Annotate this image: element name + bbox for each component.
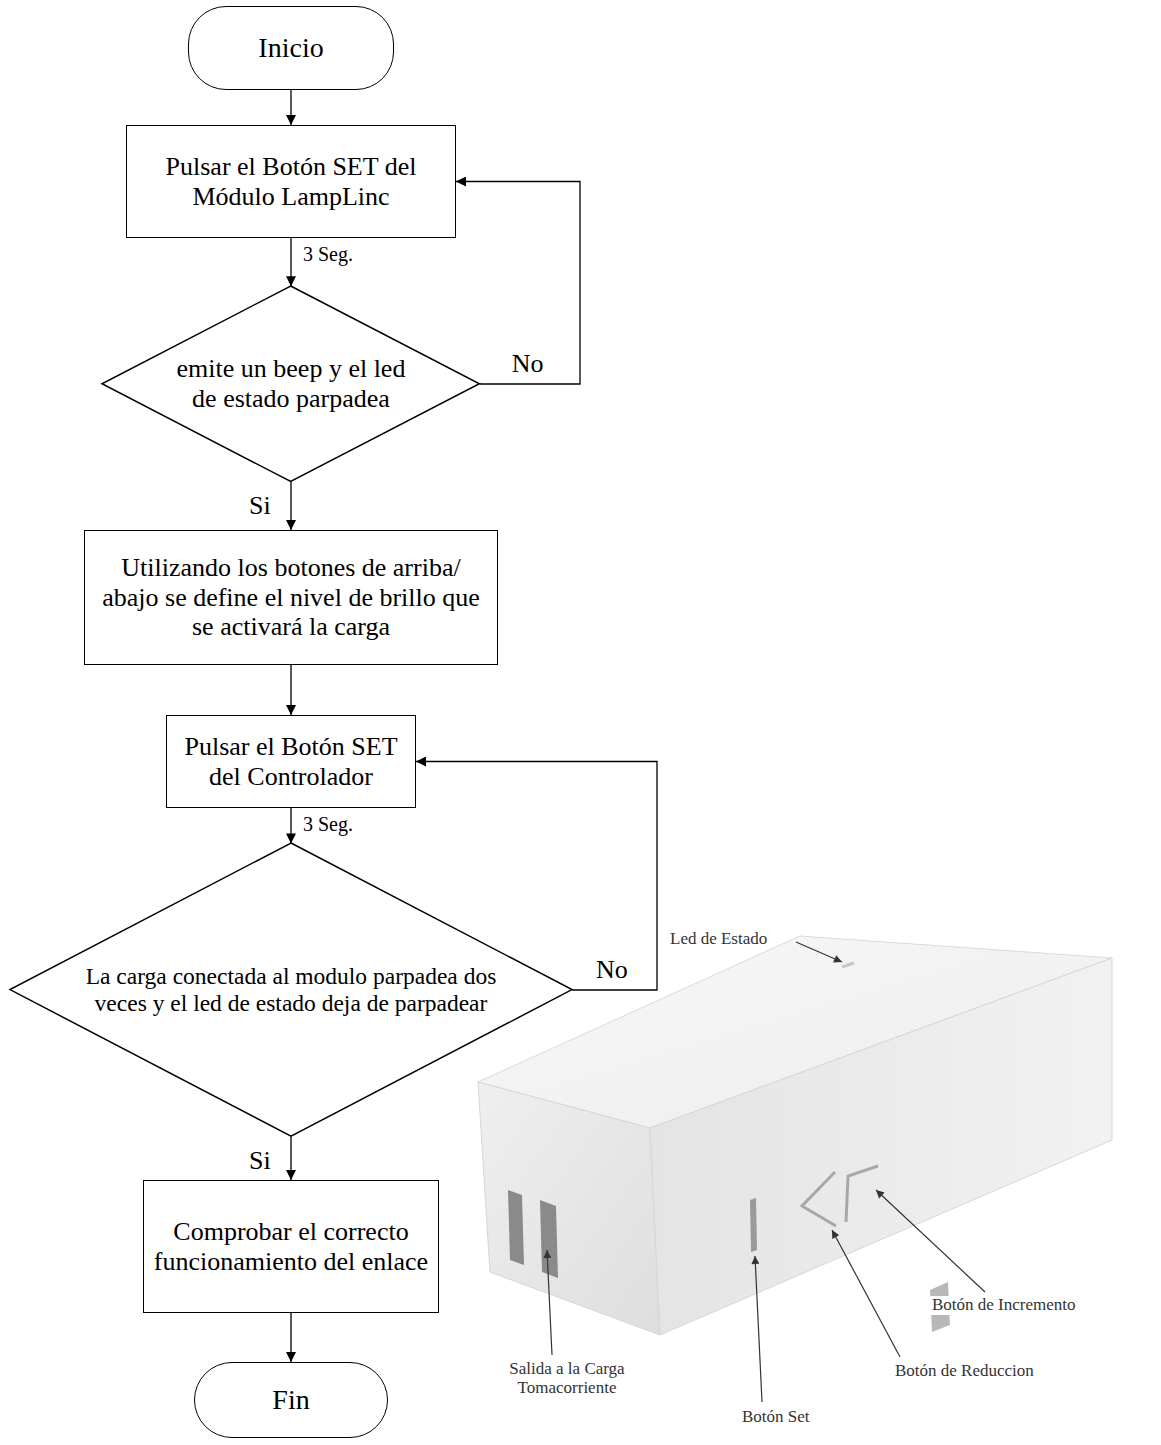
part-label: Botón de Reduccion	[893, 1362, 1036, 1381]
node-text: Comprobar el correcto funcionamiento del…	[150, 1217, 432, 1277]
node-text-block: La carga conectada al modulo parpadea do…	[76, 959, 506, 1021]
node-text-block: Utilizando los botones de arriba/ abajo …	[85, 549, 497, 647]
node-text-block: Fin	[266, 1380, 315, 1420]
edge-label: 3 Seg.	[301, 813, 355, 835]
flow-arrow	[290, 238, 291, 286]
node-text-block: Pulsar el Botón SET del Módulo LampLinc	[127, 148, 455, 216]
edge-label: Si	[247, 1147, 273, 1176]
edge-label: Si	[247, 492, 273, 521]
leader-line	[832, 1230, 900, 1357]
node-text: Inicio	[258, 32, 323, 64]
edge-label: No	[510, 350, 546, 379]
decision-diamond: La carga conectada al modulo parpadea do…	[10, 843, 572, 1136]
set-button	[750, 1198, 757, 1252]
terminal-oval: Inicio	[188, 6, 394, 90]
node-text: Fin	[272, 1384, 309, 1416]
part-label: Botón de Incremento	[930, 1296, 1078, 1315]
node-text-block: Comprobar el correcto funcionamiento del…	[144, 1213, 438, 1281]
process-box: Pulsar el Botón SET del Módulo LampLinc	[126, 125, 456, 238]
flow-arrow	[290, 808, 291, 843]
status-led	[842, 963, 854, 967]
flow-arrow	[290, 90, 291, 125]
process-box: Comprobar el correcto funcionamiento del…	[143, 1180, 439, 1313]
outlet-slot	[540, 1200, 558, 1278]
flow-arrow	[290, 1137, 291, 1180]
increment-button	[846, 1166, 878, 1222]
node-text-block: Inicio	[252, 28, 329, 68]
flow-arrow	[290, 1313, 291, 1362]
leader-line	[876, 1190, 985, 1292]
diamond-shape	[10, 843, 572, 1136]
leader-line	[547, 1250, 552, 1355]
node-text-block: emite un beep y el led de estado parpade…	[166, 350, 416, 418]
part-label: Salida a la Carga Tomacorriente	[485, 1360, 649, 1397]
part-label: Botón Set	[740, 1408, 812, 1427]
flow-arrow	[456, 182, 580, 384]
node-text: emite un beep y el led de estado parpade…	[172, 354, 410, 414]
outlet-slot	[508, 1190, 524, 1265]
module-side-face	[478, 1082, 660, 1335]
node-text-block: Pulsar el Botón SET del Controlador	[167, 728, 415, 796]
node-text: Utilizando los botones de arriba/ abajo …	[91, 553, 491, 643]
node-text: La carga conectada al modulo parpadea do…	[82, 963, 500, 1017]
decrement-button	[802, 1172, 836, 1226]
diamond-shape	[102, 286, 479, 482]
flow-arrow	[290, 482, 291, 530]
process-box: Utilizando los botones de arriba/ abajo …	[84, 530, 498, 665]
part-label: Led de Estado	[668, 930, 769, 949]
decision-diamond: emite un beep y el led de estado parpade…	[102, 286, 479, 482]
leader-line	[755, 1256, 762, 1402]
edge-label: 3 Seg.	[301, 243, 355, 265]
flow-arrow	[290, 665, 291, 715]
leader-line	[796, 942, 842, 962]
module-front-face	[650, 958, 1112, 1335]
node-text: Pulsar el Botón SET del Módulo LampLinc	[133, 152, 449, 212]
terminal-oval: Fin	[194, 1362, 388, 1438]
edge-label: No	[594, 956, 630, 985]
process-box: Pulsar el Botón SET del Controlador	[166, 715, 416, 808]
node-text: Pulsar el Botón SET del Controlador	[173, 732, 409, 792]
